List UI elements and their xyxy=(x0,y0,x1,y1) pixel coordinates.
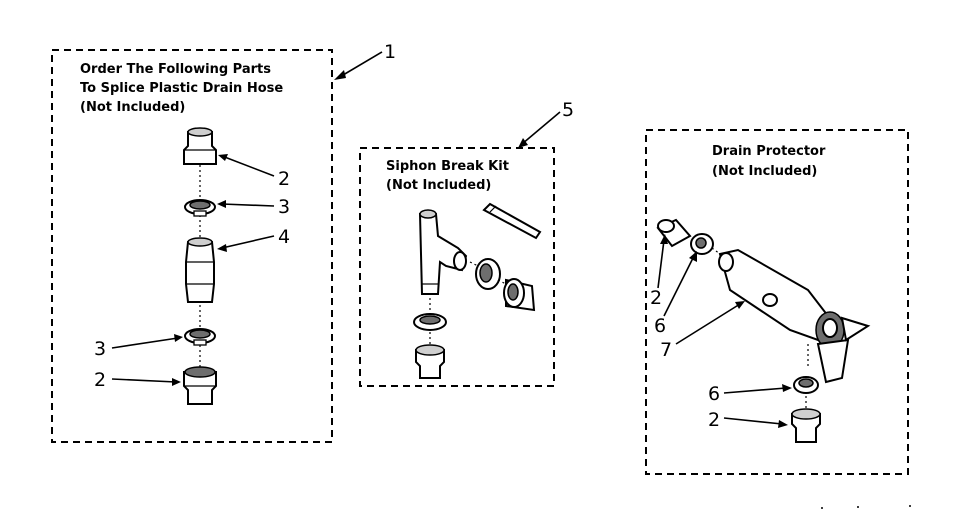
scan-speck xyxy=(821,507,823,509)
leader-k1-2-bottom xyxy=(111,378,177,383)
scan-speck xyxy=(857,506,859,508)
arrowhead xyxy=(172,378,181,386)
callout-5-leader xyxy=(521,111,561,145)
protector-adapter-small xyxy=(656,218,692,248)
siphon-adapter-side xyxy=(503,278,536,312)
protector-ring xyxy=(690,233,714,255)
label-k1-3-bottom: 3 xyxy=(94,338,106,360)
label-protector-7: 7 xyxy=(660,339,672,361)
callout-1-arrowhead xyxy=(334,70,346,80)
label-k1-2-top: 2 xyxy=(278,168,290,190)
leader-protector-2 xyxy=(657,239,665,289)
axis-dots xyxy=(469,261,479,267)
arrowhead xyxy=(735,301,745,309)
arrowhead xyxy=(778,420,788,428)
siphon-title-line1: Siphon Break Kit xyxy=(386,159,509,174)
arrowhead xyxy=(217,244,227,252)
siphon-adapter-bottom xyxy=(415,344,445,379)
arrowhead xyxy=(217,200,226,208)
leader-k1-4 xyxy=(221,235,275,249)
label-k1-4: 4 xyxy=(278,226,290,248)
leader-k1-2-top xyxy=(221,155,275,177)
hose-splice-kit: Order The Following Parts To Splice Plas… xyxy=(51,41,396,443)
hose-splice-title-line2: To Splice Plastic Drain Hose xyxy=(80,81,283,96)
cable-tie xyxy=(482,202,542,240)
hose-splice-title-line3: (Not Included) xyxy=(80,100,185,115)
axis-dots xyxy=(711,247,721,255)
arrowhead xyxy=(174,334,183,342)
leader-k1-3-top xyxy=(221,203,275,207)
hose-adapter-bottom xyxy=(183,366,217,405)
label-k1-2-bottom: 2 xyxy=(94,369,106,391)
callout-1-leader xyxy=(337,51,383,79)
protector-ring-bottom xyxy=(793,376,819,394)
axis-dots xyxy=(497,279,507,285)
siphon-tee-fitting xyxy=(418,209,468,295)
arrowhead xyxy=(218,154,228,161)
siphon-break-kit-border xyxy=(359,147,555,387)
label-protector-6: 6 xyxy=(654,315,666,337)
label-protector-2-bottom: 2 xyxy=(708,409,720,431)
protector-title-line2: (Not Included) xyxy=(712,164,817,179)
callout-5: 5 xyxy=(562,99,574,121)
leader-k1-3-bottom xyxy=(111,337,179,349)
drain-protector-kit-border xyxy=(645,129,909,475)
leader-protector-7 xyxy=(675,303,741,345)
callout-5-arrowhead xyxy=(518,138,528,148)
leader-protector-6-bottom xyxy=(723,387,787,394)
clamp-ring-top xyxy=(184,199,216,217)
leader-protector-6 xyxy=(663,255,695,317)
arrowhead xyxy=(782,384,792,392)
arrowhead xyxy=(689,251,697,262)
leader-protector-2-bottom xyxy=(723,417,783,425)
protector-adapter-bottom xyxy=(791,408,821,443)
label-k1-3-top: 3 xyxy=(278,196,290,218)
protector-body xyxy=(711,247,871,384)
siphon-ring-side xyxy=(475,258,501,290)
label-protector-2: 2 xyxy=(650,287,662,309)
scan-speck xyxy=(909,505,911,507)
label-protector-6-bottom: 6 xyxy=(708,383,720,405)
hose-splice-title-line1: Order The Following Parts xyxy=(80,62,271,77)
hose-coupling xyxy=(185,237,215,303)
hose-adapter-top xyxy=(183,127,217,165)
siphon-title-line2: (Not Included) xyxy=(386,178,491,193)
callout-1: 1 xyxy=(384,41,396,63)
clamp-ring-bottom xyxy=(184,328,216,346)
drain-protector-kit: Drain Protector (Not Included) xyxy=(645,129,909,475)
siphon-break-kit: Siphon Break Kit (Not Included) 5 xyxy=(359,99,574,387)
siphon-ring-bottom xyxy=(413,313,447,331)
protector-title-line1: Drain Protector xyxy=(712,144,826,159)
arrowhead xyxy=(660,234,668,244)
